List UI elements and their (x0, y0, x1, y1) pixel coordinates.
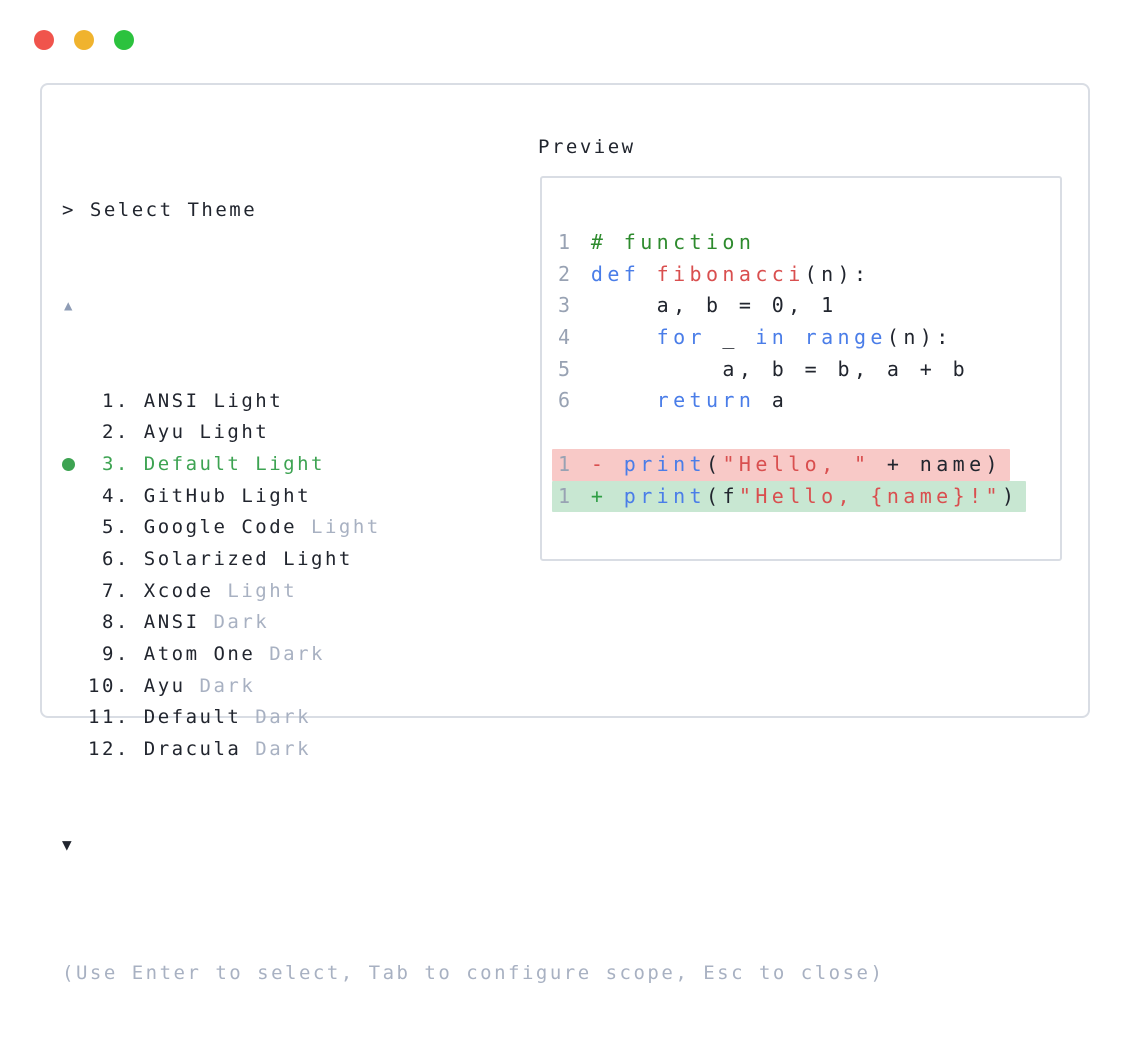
item-marker (62, 576, 88, 608)
item-marker (62, 734, 88, 766)
line-number: 1 (558, 230, 591, 254)
code-line: 6 return a (558, 388, 789, 413)
code-block: 1 # function 2 def fibonacci(n): 3 a, b = … (542, 178, 1060, 513)
selected-item-marker (62, 449, 88, 481)
diff-line-added: 1 + print(f"Hello, {name}!") (552, 480, 1060, 513)
line-number: 5 (558, 356, 591, 381)
keyboard-hint: (Use Enter to select, Tab to configure s… (62, 962, 885, 985)
theme-list-item[interactable]: 1. ANSI Light (62, 386, 884, 418)
theme-list: 1. ANSI Light 2. Ayu Light 3. Default Li… (62, 386, 884, 766)
theme-item-label: 10. Ayu Dark (88, 674, 256, 697)
item-marker (62, 607, 88, 639)
theme-item-label: 1. ANSI Light (88, 389, 284, 412)
scroll-up-indicator[interactable]: ▲ (64, 297, 75, 314)
item-marker (62, 702, 88, 734)
line-number: 4 (558, 325, 591, 350)
maximize-button[interactable] (114, 30, 134, 50)
code-line: 4 for _ in range(n): (558, 325, 953, 350)
item-marker (62, 544, 88, 576)
scroll-down-indicator[interactable]: ▼ (62, 835, 75, 855)
theme-item-label: 3. Default Light (88, 452, 325, 475)
minimize-button[interactable] (74, 30, 94, 50)
theme-list-item[interactable]: 6. Solarized Light (62, 544, 884, 576)
theme-list-item[interactable]: 7. Xcode Light (62, 576, 884, 608)
theme-list-item[interactable]: 12. Dracula Dark (62, 734, 884, 766)
theme-list-item[interactable]: 8. ANSI Dark (62, 607, 884, 639)
code-line: 2 def fibonacci(n): (558, 261, 871, 286)
theme-item-label: 11. Default Dark (88, 706, 312, 729)
theme-item-label: 7. Xcode Light (88, 579, 298, 602)
code-preview: 1 # function 2 def fibonacci(n): 3 a, b = … (540, 176, 1062, 561)
close-button[interactable] (34, 30, 54, 50)
select-theme-prompt: > Select Theme (62, 199, 258, 222)
theme-list-item[interactable]: 9. Atom One Dark (62, 639, 884, 671)
item-marker (62, 512, 88, 544)
theme-list-item[interactable]: 4. GitHub Light (62, 481, 884, 513)
item-marker (62, 481, 88, 513)
item-marker (62, 386, 88, 418)
window-controls (34, 30, 134, 50)
theme-item-label: 5. Google Code Light (88, 516, 381, 539)
line-number: 2 (558, 261, 591, 286)
code-line (558, 417, 1060, 449)
item-marker (62, 671, 88, 703)
theme-list-item[interactable]: 3. Default Light (62, 449, 884, 481)
theme-item-label: 9. Atom One Dark (88, 643, 325, 666)
theme-item-label: 2. Ayu Light (88, 421, 270, 444)
line-number: 1 (558, 483, 591, 508)
theme-list-item[interactable]: 2. Ayu Light (62, 417, 884, 449)
code-line: 5 a, b = b, a + b (558, 356, 970, 381)
theme-selector-panel: > Select Theme ▲ 1. ANSI Light 2. Ayu Li… (40, 83, 1090, 984)
theme-list-item[interactable]: 5. Google Code Light (62, 512, 884, 544)
item-marker (62, 639, 88, 671)
selected-dot-icon (62, 458, 75, 472)
code-line: 1 # function (558, 230, 756, 254)
diff-line-removed: 1 - print("Hello, " + name) (552, 448, 1060, 481)
theme-list-item[interactable]: 11. Default Dark (62, 702, 884, 734)
theme-list-item[interactable]: 10. Ayu Dark (62, 671, 884, 703)
line-number: 3 (558, 293, 591, 318)
line-number: 6 (558, 388, 591, 413)
line-number: 1 (558, 451, 591, 476)
theme-item-label: 4. GitHub Light (88, 484, 312, 507)
theme-item-label: 12. Dracula Dark (88, 738, 312, 761)
item-marker (62, 417, 88, 449)
code-line: 3 a, b = 0, 1 (558, 293, 838, 318)
theme-item-label: 6. Solarized Light (88, 548, 353, 571)
theme-item-label: 8. ANSI Dark (88, 611, 270, 634)
preview-label: Preview (538, 136, 636, 158)
